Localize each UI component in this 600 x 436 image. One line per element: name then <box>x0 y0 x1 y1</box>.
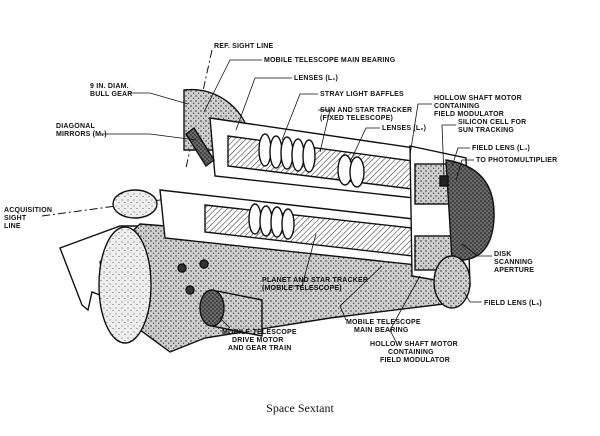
silicon-cell <box>439 175 449 187</box>
label-sun-star-tracker-1: SUN AND STAR TRACKER <box>320 107 412 114</box>
label-drive-motor-1: MOBILE TELESCOPE <box>222 329 297 336</box>
diagonal-mirror <box>185 126 215 168</box>
label-to-photomultiplier: TO PHOTOMULTIPLIER <box>476 157 557 164</box>
label-hollow-motor-top-2: CONTAINING <box>434 103 480 110</box>
lenses-l1 <box>258 133 316 173</box>
label-planet-star-tracker-2: (MOBILE TELESCOPE) <box>262 285 342 292</box>
figure-caption: Space Sextant <box>266 401 334 415</box>
label-drive-motor-3: AND GEAR TRAIN <box>228 345 291 352</box>
label-acquisition-1: ACQUISITION <box>4 207 52 214</box>
leader-lines <box>100 59 492 343</box>
mounting-bolt <box>185 285 195 295</box>
lens-stack-lower <box>248 203 295 240</box>
label-disk-scanning-3: APERTURE <box>494 267 534 274</box>
label-hollow-motor-bottom-2: CONTAINING <box>388 349 434 356</box>
label-mobile-bearing-bottom-2: MAIN BEARING <box>354 327 409 334</box>
label-lenses-l2: LENSES (L₂) <box>382 125 426 132</box>
label-hollow-motor-top-3: FIELD MODULATOR <box>434 111 504 118</box>
label-acquisition-2: SIGHT <box>4 215 27 222</box>
label-sun-star-tracker-2: (FIXED TELESCOPE) <box>320 115 393 122</box>
label-disk-scanning-2: SCANNING <box>494 259 533 266</box>
sextant-drawing <box>41 49 495 353</box>
label-bull-gear-1: 9 IN. DIAM. <box>90 83 129 90</box>
field-lens-l3-ring <box>433 255 471 309</box>
label-bull-gear-2: BULL GEAR <box>90 91 133 98</box>
label-diagonal-mirrors-2: MIRRORS (M₁) <box>56 131 107 138</box>
mounting-bolt <box>177 263 187 273</box>
label-hollow-motor-bottom-3: FIELD MODULATOR <box>380 357 450 364</box>
label-lenses-l1: LENSES (L₁) <box>294 75 338 82</box>
label-disk-scanning-1: DISK <box>494 251 512 258</box>
mounting-bolt <box>199 259 209 269</box>
label-mobile-telescope-main-bearing-top: MOBILE TELESCOPE MAIN BEARING <box>264 57 396 64</box>
rear-end-cap <box>445 159 495 261</box>
label-hollow-motor-top-1: HOLLOW SHAFT MOTOR <box>434 95 522 102</box>
acquisition-window <box>112 189 158 219</box>
label-drive-motor-2: DRIVE MOTOR <box>232 337 283 344</box>
drive-motor <box>199 289 263 337</box>
label-ref-sight-line: REF. SIGHT LINE <box>214 43 274 50</box>
label-acquisition-3: LINE <box>4 223 21 230</box>
label-stray-light-baffles: STRAY LIGHT BAFFLES <box>320 91 404 98</box>
housing-front-end <box>98 226 152 344</box>
callout-labels: REF. SIGHT LINE MOBILE TELESCOPE MAIN BE… <box>4 43 557 364</box>
label-mobile-bearing-bottom-1: MOBILE TELESCOPE <box>346 319 421 326</box>
label-silicon-cell-2: SUN TRACKING <box>458 127 514 134</box>
label-diagonal-mirrors-1: DIAGONAL <box>56 123 95 130</box>
label-field-lens-l3: FIELD LENS (L₃) <box>484 300 542 307</box>
label-hollow-motor-bottom-1: HOLLOW SHAFT MOTOR <box>370 341 458 348</box>
label-planet-star-tracker-1: PLANET AND STAR TRACKER <box>262 277 368 284</box>
label-field-lens-l4: FIELD LENS (L₄) <box>472 145 530 152</box>
lenses-l2 <box>337 154 365 188</box>
label-silicon-cell-1: SILICON CELL FOR <box>458 119 526 126</box>
